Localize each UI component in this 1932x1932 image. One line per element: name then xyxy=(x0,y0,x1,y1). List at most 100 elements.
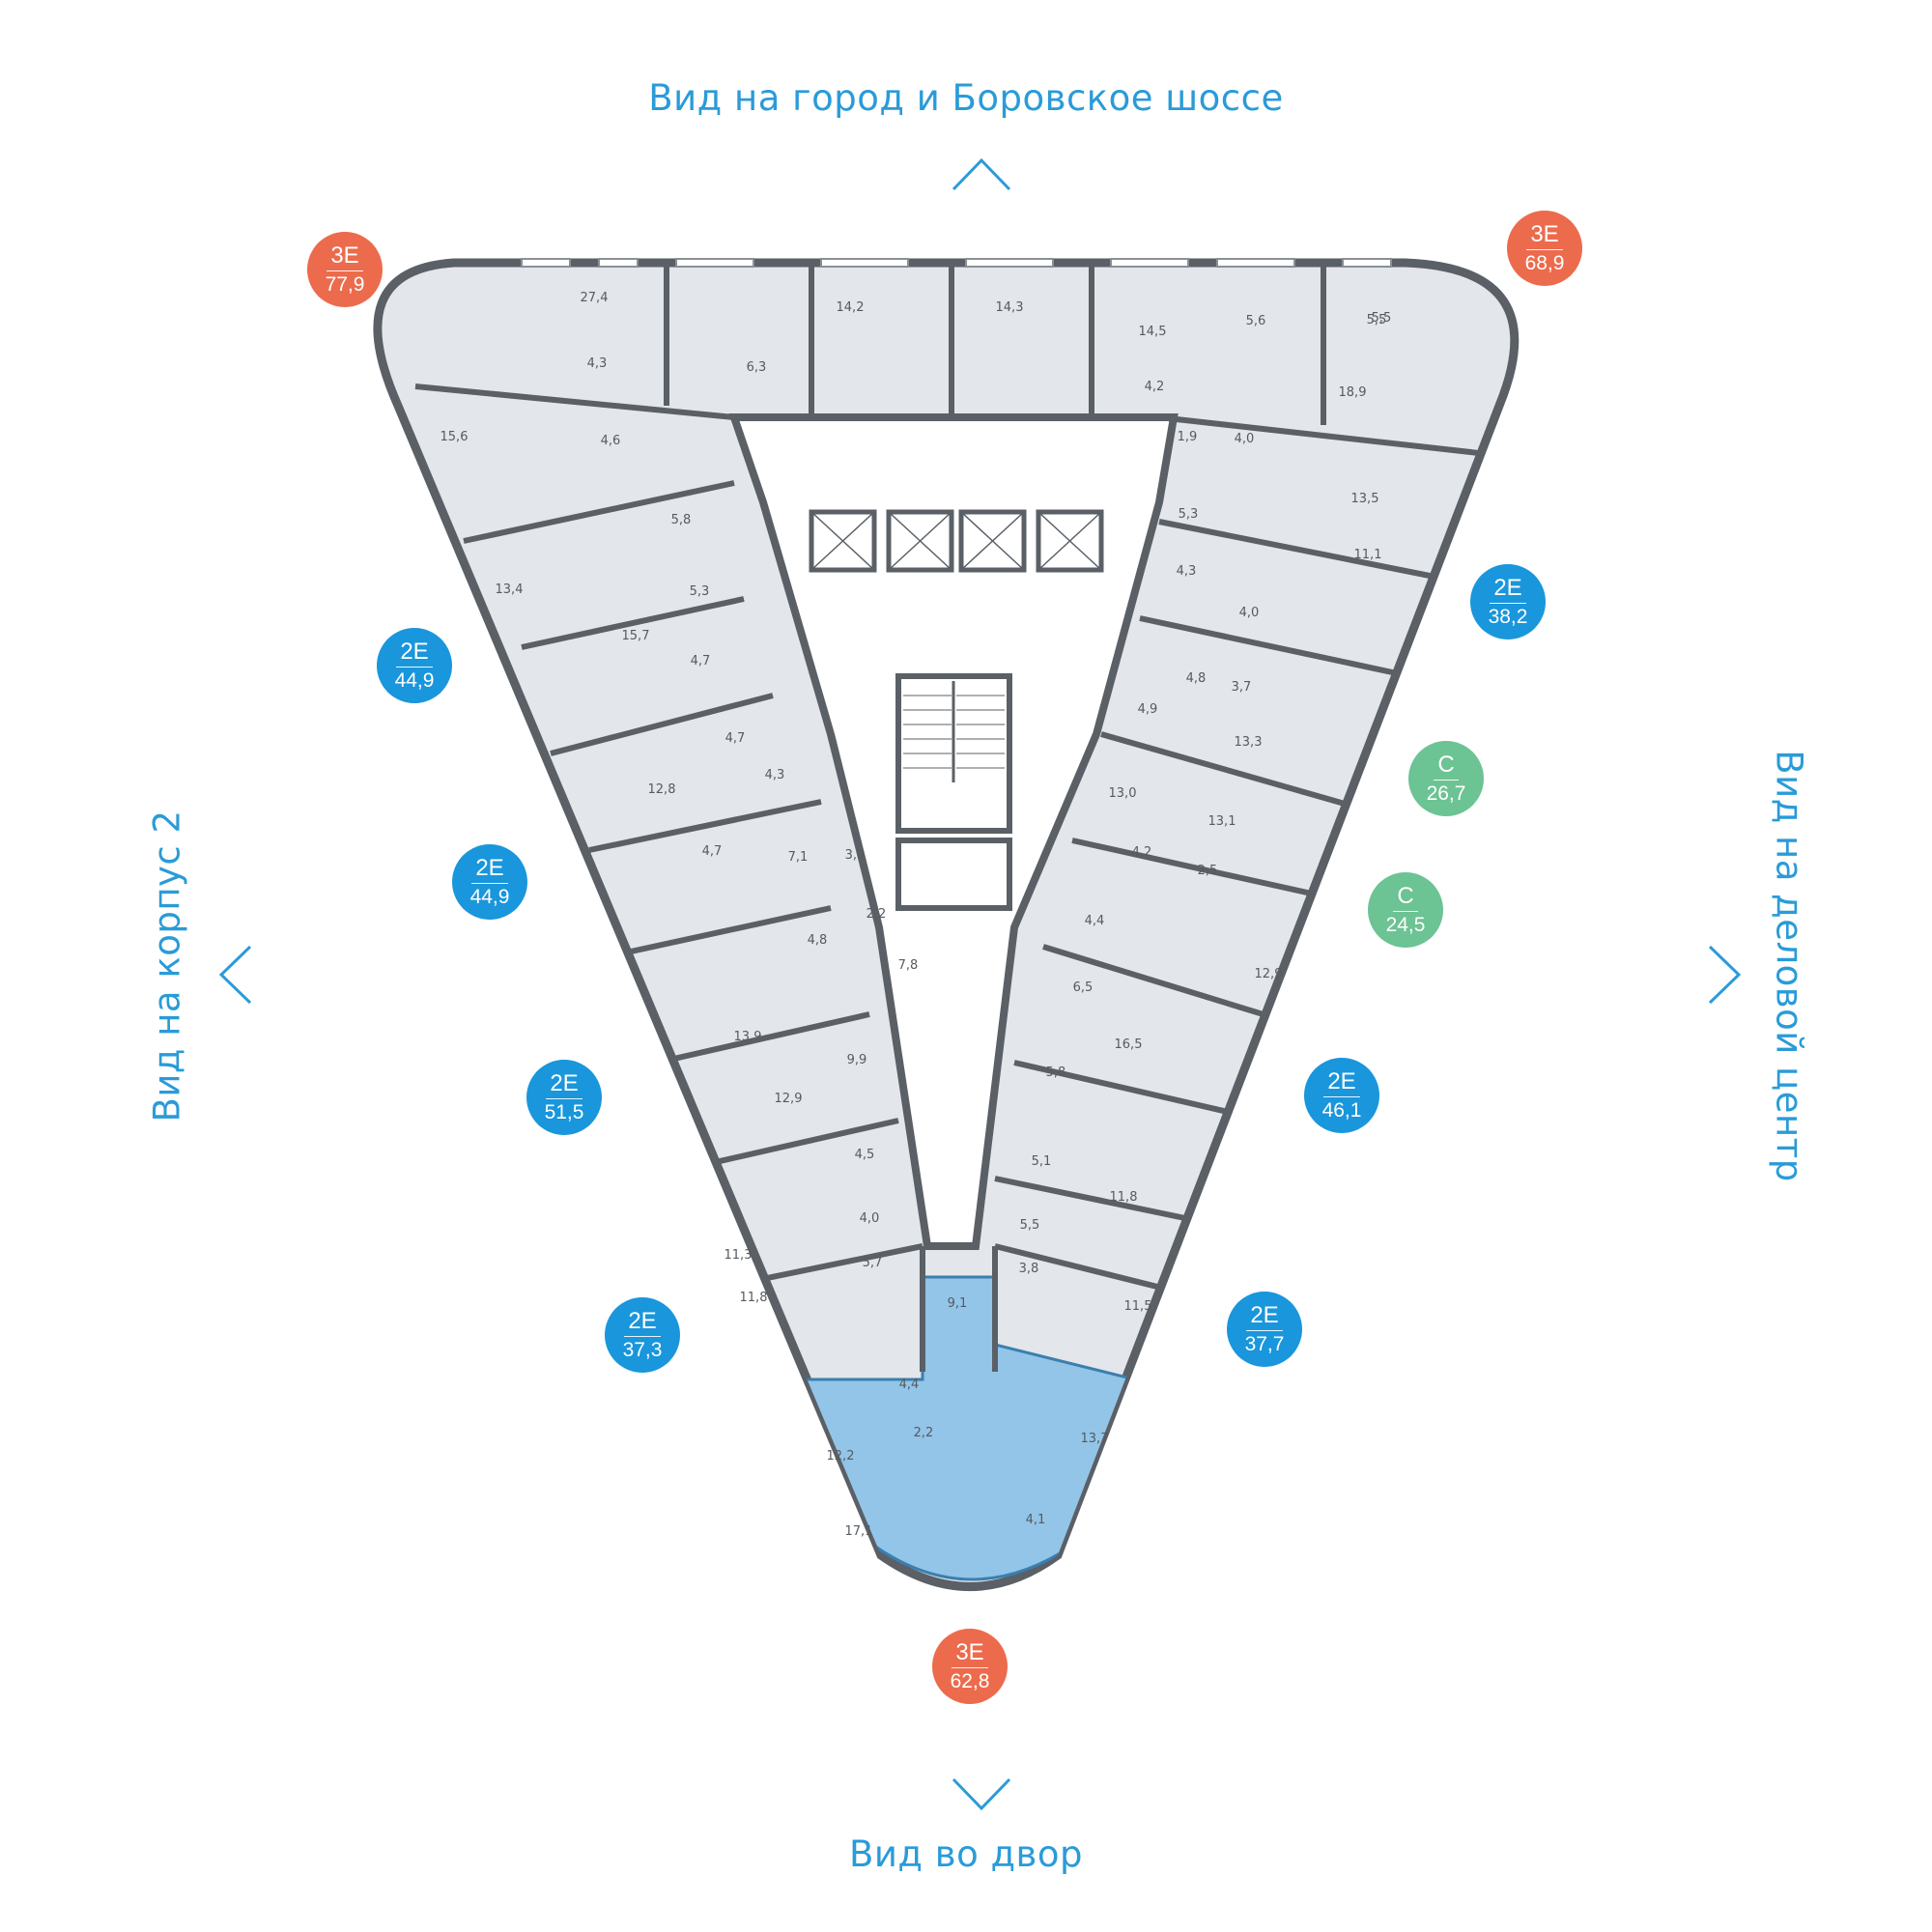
apartment-type: 2Е xyxy=(1246,1303,1283,1331)
apartment-type: С xyxy=(1434,753,1459,781)
room-area-label: 4,9 xyxy=(1138,702,1158,717)
apartment-type: 2Е xyxy=(471,856,508,884)
room-area-label: 14,2 xyxy=(837,300,865,315)
room-area-label: 11,8 xyxy=(1110,1190,1138,1205)
room-area-label: 13,4 xyxy=(496,582,524,597)
apartment-badge-3e-77-9[interactable]: 3Е 77,9 xyxy=(307,232,383,307)
elevator-block xyxy=(809,509,1104,573)
apartment-area: 37,3 xyxy=(622,1338,663,1361)
room-area-label: 12,9 xyxy=(775,1092,803,1106)
room-area-label: 1,9 xyxy=(1178,430,1198,444)
room-area-label: 4,6 xyxy=(601,434,621,448)
room-area-label: 5,3 xyxy=(690,584,710,599)
room-area-label: 7,1 xyxy=(788,850,809,865)
apartment-area: 46,1 xyxy=(1321,1098,1362,1122)
room-area-label: 9,1 xyxy=(948,1296,968,1311)
room-area-label: 13,3 xyxy=(1235,735,1263,750)
apartment-badge-2e-44-9-b[interactable]: 2Е 44,9 xyxy=(452,844,527,920)
room-area-label: 16,5 xyxy=(1115,1037,1143,1052)
room-area-label: 2,5 xyxy=(1198,864,1218,878)
room-area-label: 18,9 xyxy=(1339,385,1367,400)
apartment-badge-c-26-7[interactable]: С 26,7 xyxy=(1408,741,1484,816)
room-area-label: 17,1 xyxy=(845,1524,873,1539)
apartment-badge-3e-68-9[interactable]: 3Е 68,9 xyxy=(1507,211,1582,286)
apartment-badge-2e-37-7[interactable]: 2Е 37,7 xyxy=(1227,1292,1302,1367)
room-area-label: 13,5 xyxy=(1351,492,1379,506)
chevron-down-icon[interactable] xyxy=(952,1776,1011,1814)
apartment-badge-2e-44-9-a[interactable]: 2Е 44,9 xyxy=(377,628,452,703)
chevron-left-icon[interactable] xyxy=(215,945,254,1005)
room-area-label: 3,8 xyxy=(1019,1262,1039,1276)
room-area-label: 2,2 xyxy=(867,907,887,922)
room-area-label: 13,0 xyxy=(1109,786,1137,801)
room-area-label: 4,5 xyxy=(855,1148,875,1162)
partition-walls xyxy=(414,263,1489,1372)
room-area-label: 13,7 xyxy=(1081,1432,1109,1446)
apartment-type: 2Е xyxy=(624,1309,661,1337)
room-area-label: 13,9 xyxy=(734,1030,762,1044)
room-area-label: 12,9 xyxy=(1255,967,1283,981)
apartment-type: 2Е xyxy=(1323,1069,1360,1097)
chevron-right-icon[interactable] xyxy=(1706,945,1745,1005)
room-area-label: 15,7 xyxy=(622,629,650,643)
window-strip-top xyxy=(521,258,1392,268)
view-label-bottom: Вид во двор xyxy=(849,1833,1083,1875)
room-area-label: 4,4 xyxy=(1085,914,1105,928)
room-area-label: 5,7 xyxy=(863,1256,883,1270)
room-area-label: 4,3 xyxy=(1177,564,1197,579)
chevron-up-icon[interactable] xyxy=(952,155,1011,193)
apartment-type: 2Е xyxy=(546,1071,582,1099)
room-area-label: 27,4 xyxy=(581,291,609,305)
room-area-label: 11,5 xyxy=(1124,1299,1152,1314)
apartment-badge-2e-37-3[interactable]: 2Е 37,3 xyxy=(605,1297,680,1373)
room-area-label: 4,3 xyxy=(587,356,608,371)
room-area-label: 4,7 xyxy=(691,654,711,668)
apartment-type: 3Е xyxy=(952,1640,988,1668)
room-area-label: 4,4 xyxy=(899,1378,920,1392)
room-area-label: 5,5 xyxy=(1020,1218,1040,1233)
room-area-label: 13,1 xyxy=(1208,814,1236,829)
apartment-area: 24,5 xyxy=(1385,913,1426,936)
room-area-label: 4,7 xyxy=(725,731,746,746)
apartment-area: 38,2 xyxy=(1488,605,1528,628)
apartment-badge-c-24-5[interactable]: С 24,5 xyxy=(1368,872,1443,948)
apartment-area: 44,9 xyxy=(469,885,510,908)
apartment-badge-3e-62-8[interactable]: 3Е 62,8 xyxy=(932,1629,1008,1704)
apartment-area: 68,9 xyxy=(1524,251,1565,274)
apartment-badge-2e-38-2[interactable]: 2Е 38,2 xyxy=(1470,564,1546,639)
room-area-label: 5,5 xyxy=(1367,313,1387,327)
room-area-label: 4,2 xyxy=(1132,845,1152,860)
apartment-area: 26,7 xyxy=(1426,781,1466,805)
room-area-label: 6,3 xyxy=(747,360,767,375)
apartment-type: С xyxy=(1393,884,1418,912)
room-area-labels: 27,4 14,2 14,3 14,5 5,6 5,5 4,3 6,3 4,2 18,9 5,5 15… xyxy=(440,291,1392,1539)
room-area-label: 5,8 xyxy=(1046,1065,1066,1080)
apartment-area: 77,9 xyxy=(325,272,365,296)
room-area-label: 2,2 xyxy=(914,1426,934,1440)
room-area-label: 4,3 xyxy=(765,768,785,782)
apartment-badge-2e-46-1[interactable]: 2Е 46,1 xyxy=(1304,1058,1379,1133)
apartment-type: 2Е xyxy=(1490,576,1526,604)
room-area-label: 4,8 xyxy=(808,933,828,948)
room-area-label: 4,1 xyxy=(1026,1513,1046,1527)
room-area-label: 14,3 xyxy=(996,300,1024,315)
room-area-label: 4,0 xyxy=(1235,432,1255,446)
room-area-label: 11,3 xyxy=(724,1248,753,1263)
room-area-label: 7,8 xyxy=(898,958,919,973)
apartment-area: 37,7 xyxy=(1244,1332,1285,1355)
room-area-label: 14,5 xyxy=(1139,325,1167,339)
room-area-label: 6,5 xyxy=(1073,980,1094,995)
apartment-type: 3Е xyxy=(1526,222,1563,250)
room-area-label: 11,8 xyxy=(740,1291,768,1305)
apartment-badge-2e-51-5[interactable]: 2Е 51,5 xyxy=(526,1060,602,1135)
room-area-label: 12,2 xyxy=(827,1449,855,1463)
room-area-label: 11,1 xyxy=(1354,548,1382,562)
room-area-label: 4,0 xyxy=(860,1211,880,1226)
room-area-label: 5,6 xyxy=(1246,314,1266,328)
staircase xyxy=(895,673,1012,911)
room-area-label: 5,3 xyxy=(1179,507,1199,522)
room-area-label: 5,1 xyxy=(1032,1154,1052,1169)
apartment-type: 3Е xyxy=(327,243,363,271)
room-area-label: 15,6 xyxy=(440,430,469,444)
